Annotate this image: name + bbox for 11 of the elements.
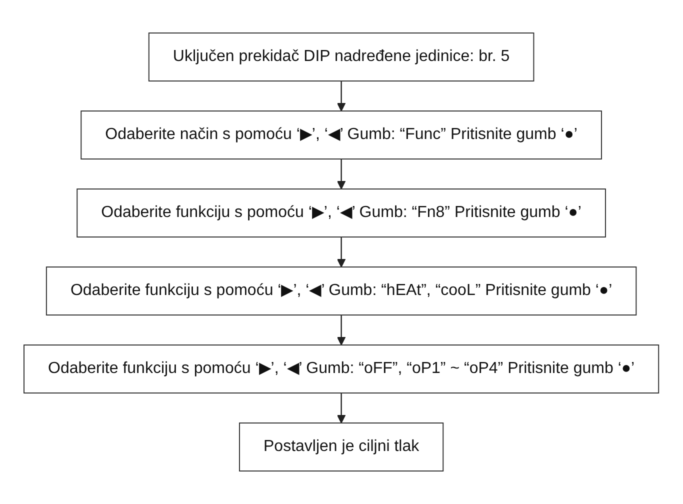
node-box: Odaberite funkciju s pomoću ‘▶’, ‘◀’ Gumb: “oFF”, “oP1” ~ “oP4” Pritisnite gumb ‘●’ <box>24 344 660 394</box>
arrow <box>337 237 346 268</box>
node-box: Uključen prekidač DIP nadređene jedinice: br. 5 <box>148 32 534 82</box>
arrow <box>337 315 346 346</box>
node-box: Odaberite način s pomoću ‘▶’, ‘◀’ Gumb: “Func” Pritisnite gumb ‘●’ <box>80 110 602 160</box>
node-box: Odaberite funkciju s pomoću ‘▶’, ‘◀’ Gumb: “hEAt”, “cooL” Pritisnite gumb ‘●’ <box>46 266 637 316</box>
node-box: Postavljen je ciljni tlak <box>239 422 444 472</box>
arrow <box>337 159 346 190</box>
node-box: Odaberite funkciju s pomoću ‘▶’, ‘◀’ Gumb: “Fn8” Pritisnite gumb ‘●’ <box>76 188 606 238</box>
arrow <box>337 81 346 112</box>
arrow <box>337 393 346 424</box>
